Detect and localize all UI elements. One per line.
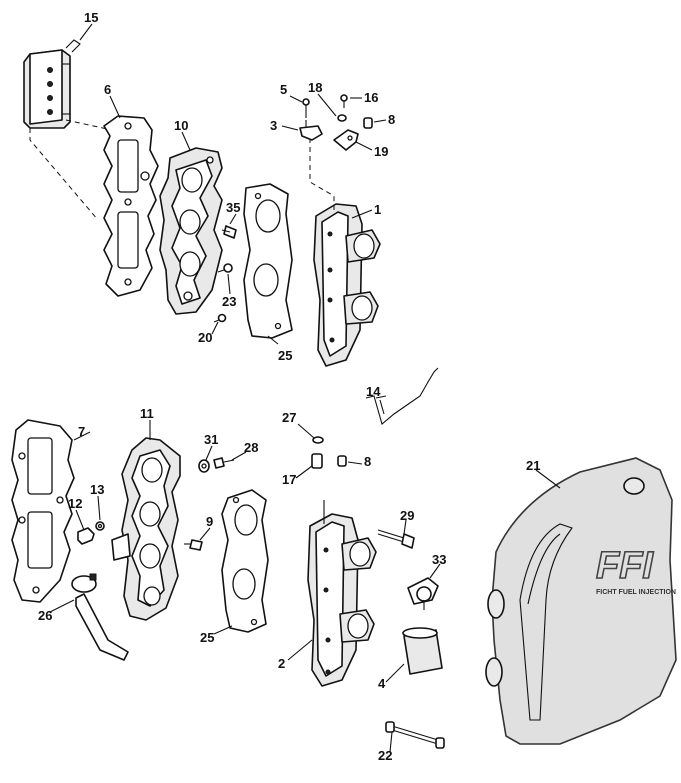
callout-33: 33 (432, 552, 446, 567)
callout-29: 29 (400, 508, 414, 523)
callout-4: 4 (378, 676, 386, 691)
part-28-screw (213, 457, 235, 469)
callout-8: 8 (388, 112, 395, 127)
cover-tagline: FICHT FUEL INJECTION (596, 589, 676, 596)
part-2-throttle-body (307, 500, 377, 687)
part-13-washer (95, 521, 105, 531)
callout-7: 7 (78, 424, 85, 439)
part-22-rod (385, 721, 445, 749)
part-25-gasket-lower (221, 489, 269, 633)
callout-8-lower: 8 (364, 454, 371, 469)
callout-9: 9 (206, 514, 213, 529)
callout-12: 12 (68, 496, 82, 511)
dash-15-6 (29, 119, 113, 221)
part-17-spacer (311, 453, 323, 469)
callout-1: 1 (374, 202, 381, 217)
part-6-gasket (103, 115, 159, 297)
cover-logo: FFI (596, 545, 654, 587)
callout-25-lower: 25 (200, 630, 214, 645)
part-9-screw (184, 539, 203, 551)
part-23-screw (217, 263, 233, 273)
callout-5: 5 (280, 82, 287, 97)
part-7-gasket (11, 419, 75, 603)
part-3-bracket (299, 120, 323, 141)
part-26-hose (71, 573, 129, 661)
callout-labels: 15 6 10 5 18 16 8 3 19 35 1 23 20 25 14 … (38, 10, 540, 763)
part-31-washer (198, 459, 210, 473)
part-8-fitting-lower (337, 455, 347, 467)
callout-21: 21 (526, 458, 540, 473)
callout-14: 14 (366, 384, 381, 399)
part-10-manifold (159, 147, 223, 315)
callout-2: 2 (278, 656, 285, 671)
part-18-washer (337, 114, 347, 122)
part-29-bolt (377, 529, 415, 549)
callout-31: 31 (204, 432, 218, 447)
part-5-screw (302, 98, 310, 118)
callout-28: 28 (244, 440, 258, 455)
callout-26: 26 (38, 608, 52, 623)
callout-6: 6 (104, 82, 111, 97)
callout-15: 15 (84, 10, 98, 25)
callout-23: 23 (222, 294, 236, 309)
part-11-manifold (111, 437, 181, 621)
callout-22: 22 (378, 748, 392, 763)
part-14-link-rod (365, 367, 439, 425)
part-25-gasket-upper (243, 183, 293, 339)
callout-27: 27 (282, 410, 296, 425)
part-33-fitting (407, 577, 439, 610)
part-21-engine-cover: FFI FICHT FUEL INJECTION (485, 457, 677, 745)
part-12-sensor (77, 527, 95, 545)
part-35-screw (221, 225, 237, 239)
callout-3: 3 (270, 118, 277, 133)
callout-35: 35 (226, 200, 240, 215)
part-19-link (333, 129, 359, 151)
part-1-throttle-body (313, 203, 381, 367)
callout-11: 11 (140, 406, 154, 421)
callout-16: 16 (364, 90, 378, 105)
callout-17: 17 (282, 472, 296, 487)
leader-lines (49, 23, 561, 753)
callout-25-upper: 25 (278, 348, 292, 363)
part-27-ring (312, 436, 324, 444)
callout-10: 10 (174, 118, 188, 133)
callout-18: 18 (308, 80, 322, 95)
callout-13: 13 (90, 482, 104, 497)
part-20-screw (213, 313, 227, 323)
part-15-intake-box (23, 39, 81, 129)
dash-3-1 (309, 138, 335, 210)
part-16-screw (340, 94, 348, 108)
callout-20: 20 (198, 330, 212, 345)
part-4-sleeve (402, 627, 443, 675)
part-8-fitting (363, 117, 373, 129)
callout-19: 19 (374, 144, 388, 159)
